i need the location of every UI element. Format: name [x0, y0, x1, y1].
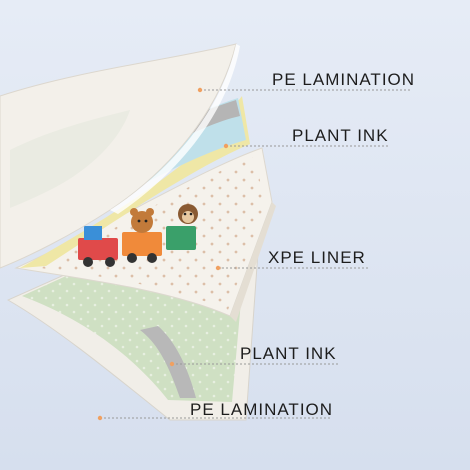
- label-plant-ink-top: PLANT INK: [292, 126, 389, 145]
- xpe-liner-edge: [230, 202, 276, 322]
- monkey-icon: [178, 204, 198, 224]
- bear-icon: [130, 208, 154, 233]
- train-icon: [78, 226, 196, 267]
- label-pe-lamination-bottom: PE LAMINATION: [190, 400, 334, 419]
- road-icon: [140, 326, 196, 398]
- label-xpe-liner: XPE LINER: [268, 248, 366, 267]
- top-lamination-sheet: [0, 43, 237, 269]
- label-plant-ink-bottom: PLANT INK: [240, 344, 337, 363]
- leader-lines: [100, 89, 410, 419]
- leader-dots: [97, 87, 229, 421]
- label-pe-lamination-top: PE LAMINATION: [272, 70, 416, 89]
- top-lamination-print-faint: [10, 110, 130, 208]
